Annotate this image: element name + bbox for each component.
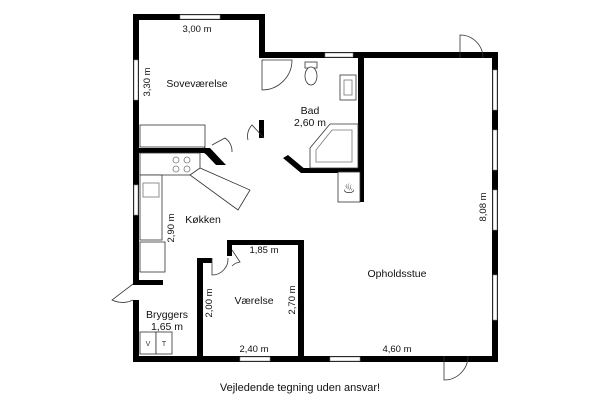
room-bad: Bad [301, 105, 320, 117]
dim-vaerelse-bottom: 2,40 m [239, 344, 268, 355]
room-bryggers-area: 1,65 m [151, 321, 183, 333]
dim-sove-depth: 3,30 m [142, 67, 153, 96]
room-labels: Soveværelse Bad 2,60 m Køkken Opholdsstu… [146, 78, 427, 333]
dim-stue-side: 8,08 m [478, 192, 489, 221]
doors [111, 34, 484, 381]
room-kokken: Køkken [185, 214, 221, 226]
disclaimer-text: Vejledende tegning uden ansvar! [219, 382, 381, 394]
dim-vaerelse-left: 2,00 m [204, 288, 215, 317]
svg-text:V: V [146, 341, 151, 348]
dim-kokken-depth: 2,90 m [166, 213, 177, 242]
room-opholdsstue: Opholdsstue [368, 268, 427, 280]
room-bad-area: 2,60 m [294, 117, 326, 129]
dimension-labels: 3,00 m 3,30 m 2,90 m 1,85 m 2,70 m 2,00 … [142, 24, 489, 355]
dim-vaerelse-top: 1,85 m [249, 245, 278, 256]
room-bryggers: Bryggers [146, 309, 188, 321]
windows [133, 14, 498, 362]
room-vaerelse: Værelse [234, 295, 273, 307]
fire-icon: ♨ [343, 180, 356, 196]
dim-sove-width: 3,00 m [182, 24, 211, 35]
svg-text:T: T [162, 341, 167, 348]
dim-vaerelse-side: 2,70 m [287, 285, 298, 314]
dim-stue-bottom: 4,60 m [382, 344, 411, 355]
room-sovevaerelse: Soveværelse [166, 78, 227, 90]
fixtures: ♨ ✳ V T [139, 59, 361, 355]
